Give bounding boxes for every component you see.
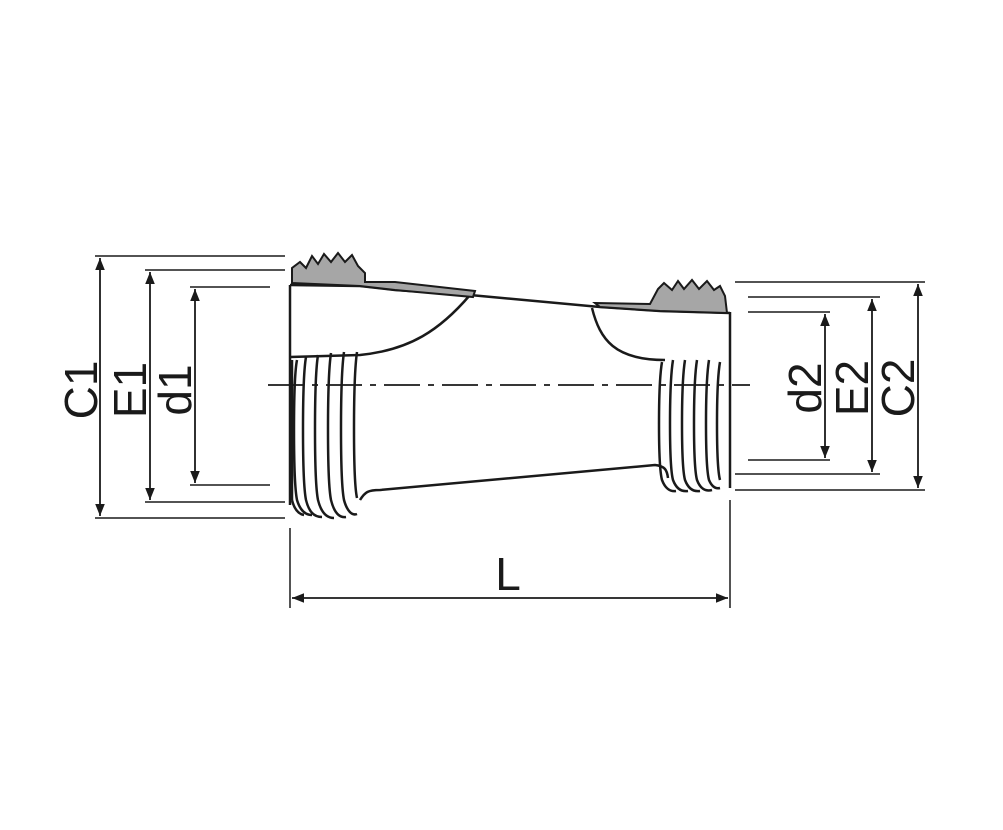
right-male-thread [592, 278, 729, 315]
right-extension-lines [735, 281, 925, 491]
d2-label: d2 [779, 362, 831, 413]
top-inner-right [590, 307, 666, 362]
e1-label: E1 [104, 362, 156, 418]
length-label: L [495, 548, 521, 600]
left-extension-lines [95, 255, 285, 519]
top-thread-grey [291, 251, 729, 315]
d1-label: d1 [149, 364, 201, 415]
fitting-body [288, 283, 732, 505]
c1-label: C1 [55, 361, 107, 420]
c2-label: C2 [872, 359, 924, 418]
right-internal-thread [657, 359, 722, 493]
e2-label: E2 [826, 360, 878, 416]
left-internal-thread [290, 351, 359, 520]
bottom-profile [358, 463, 670, 501]
length-extension-lines [289, 500, 731, 608]
top-inner-left [289, 294, 471, 359]
left-male-thread [291, 251, 477, 299]
